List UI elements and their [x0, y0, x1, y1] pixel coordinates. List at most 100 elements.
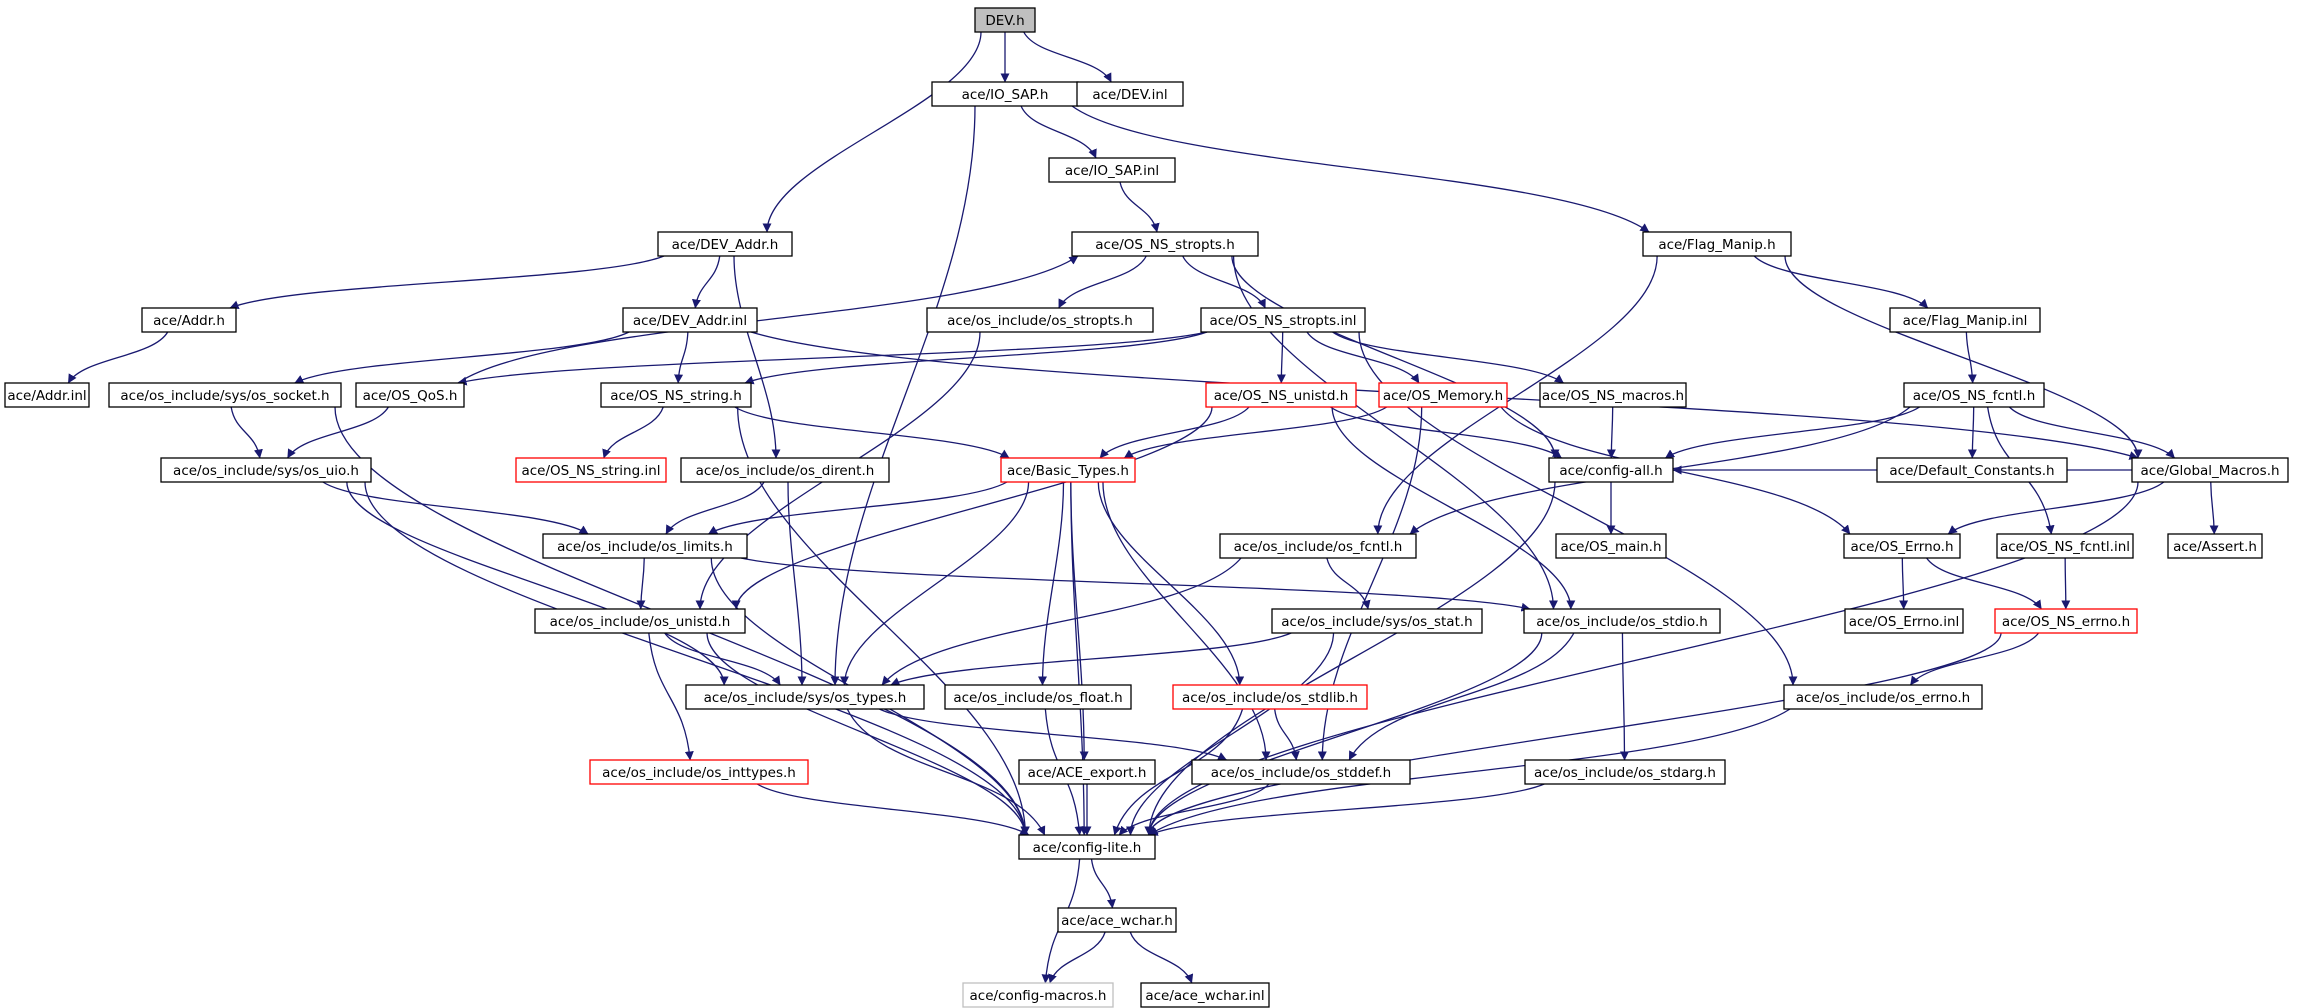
node-box — [931, 81, 1079, 107]
node-os_ns_string_inl[interactable]: ace/OS_NS_string.inl — [515, 457, 667, 483]
edge-flag_manip_inl-to-os_ns_fcntl_h — [1965, 331, 1977, 384]
node-box — [657, 231, 793, 257]
edge-io_sap_inl-to-os_ns_stropts_h — [1119, 181, 1160, 233]
node-os_qos_h[interactable]: ace/OS_QoS.h — [355, 382, 465, 408]
node-label: ace/os_include/os_inttypes.h — [602, 765, 796, 781]
node-os_ns_fcntl_h[interactable]: ace/OS_NS_fcntl.h — [1903, 382, 2045, 408]
node-global_macros_h[interactable]: ace/Global_Macros.h — [2131, 457, 2289, 483]
node-config_lite_h[interactable]: ace/config-lite.h — [1018, 834, 1156, 860]
node-os_include_os_stdarg_h[interactable]: ace/os_include/os_stdarg.h — [1524, 759, 1726, 785]
node-basic_types_h[interactable]: ace/Basic_Types.h — [1000, 457, 1136, 483]
edge-ace_wchar_h-to-config_macros_h — [1048, 931, 1106, 984]
node-box — [1642, 231, 1792, 257]
node-os_include_os_errno_h[interactable]: ace/os_include/os_errno.h — [1783, 684, 1983, 710]
node-ace_export_h[interactable]: ace/ACE_export.h — [1018, 759, 1156, 785]
node-sys_os_types_h[interactable]: ace/os_include/sys/os_types.h — [685, 684, 925, 710]
node-label: ace/Flag_Manip.h — [1658, 237, 1775, 253]
node-default_constants_h[interactable]: ace/Default_Constants.h — [1876, 457, 2068, 483]
edge-basic_types_h-to-sys_os_types_h — [839, 481, 1030, 686]
edge-os_ns_unistd_h-to-basic_types_h — [1099, 406, 1250, 459]
edge-sys_os_types_h-to-config_lite_h — [846, 708, 1046, 836]
edge-os_include_os_stddef_h-to-config_lite_h — [1118, 783, 1270, 836]
node-os_ns_fcntl_inl[interactable]: ace/OS_NS_fcntl.inl — [1996, 533, 2134, 559]
node-os_include_os_stdio_h[interactable]: ace/os_include/os_stdio.h — [1523, 608, 1721, 634]
node-os_ns_stropts_h[interactable]: ace/OS_NS_stropts.h — [1071, 231, 1259, 257]
edge-sys_os_uio_h-to-os_include_os_limits_h — [322, 481, 589, 535]
node-label: ace/OS_NS_fcntl.inl — [2000, 539, 2130, 555]
node-os_include_os_stdlib_h[interactable]: ace/os_include/os_stdlib.h — [1172, 684, 1368, 710]
node-box — [1000, 457, 1136, 483]
edge-sys_os_stat_h-to-sys_os_types_h — [890, 632, 1292, 686]
node-os_errno_h_top[interactable]: ace/OS_Errno.h — [1843, 533, 1961, 559]
node-sys_os_stat_h[interactable]: ace/os_include/sys/os_stat.h — [1271, 608, 1483, 634]
edge-flag_manip_h-to-flag_manip_inl — [1753, 255, 1929, 309]
edge-os_ns_fcntl_inl-to-os_ns_errno_h — [2061, 557, 2071, 610]
edge-basic_types_h-to-os_include_os_stddef_h — [1102, 481, 1271, 761]
node-label: ace/os_include/os_fcntl.h — [1234, 539, 1403, 555]
node-os_errno_inl[interactable]: ace/OS_Errno.inl — [1844, 608, 1964, 634]
node-box — [1172, 684, 1368, 710]
node-os_ns_errno_h[interactable]: ace/OS_NS_errno.h — [1994, 608, 2138, 634]
node-assert_h[interactable]: ace/Assert.h — [2167, 533, 2263, 559]
node-os_ns_macros_h[interactable]: ace/OS_NS_macros.h — [1539, 382, 1687, 408]
node-os_ns_stropts_inl[interactable]: ace/OS_NS_stropts.inl — [1200, 307, 1366, 333]
edge-dev_addr_inl-to-os_ns_string_h — [674, 331, 689, 384]
node-io_sap_h[interactable]: ace/IO_SAP.h — [931, 81, 1079, 107]
node-os_memory_h[interactable]: ace/OS_Memory.h — [1378, 382, 1508, 408]
node-flag_manip_h[interactable]: ace/Flag_Manip.h — [1642, 231, 1792, 257]
node-os_ns_unistd_h[interactable]: ace/OS_NS_unistd.h — [1205, 382, 1357, 408]
edge-os_ns_errno_h-to-config_lite_h — [1144, 632, 2002, 836]
node-dev_inl[interactable]: ace/DEV.inl — [1076, 81, 1184, 107]
node-os_include_os_limits_h[interactable]: ace/os_include/os_limits.h — [542, 533, 748, 559]
node-box — [974, 7, 1036, 33]
edge-sys_os_uio_h-to-config_lite_h — [364, 481, 1030, 836]
node-os_main_h[interactable]: ace/OS_main.h — [1555, 533, 1667, 559]
node-ace_wchar_h[interactable]: ace/ace_wchar.h — [1057, 907, 1177, 933]
node-box — [685, 684, 925, 710]
node-box — [1994, 608, 2138, 634]
edge-os_ns_stropts_inl-to-os_ns_string_h — [744, 331, 1208, 385]
node-os_include_os_inttypes_h[interactable]: ace/os_include/os_inttypes.h — [589, 759, 809, 785]
edge-os_include_os_stdio_h-to-os_include_os_stddef_h — [1348, 632, 1575, 761]
node-config_all_h[interactable]: ace/config-all.h — [1548, 457, 1674, 483]
node-label: ace/os_include/os_stropts.h — [947, 313, 1133, 329]
node-dev_addr_h[interactable]: ace/DEV_Addr.h — [657, 231, 793, 257]
node-box — [1996, 533, 2134, 559]
node-os_include_os_unistd_h[interactable]: ace/os_include/os_unistd.h — [534, 608, 746, 634]
node-box — [1889, 307, 2041, 333]
node-os_ns_string_h[interactable]: ace/OS_NS_string.h — [600, 382, 752, 408]
edge-dev_h-to-dev_addr_h — [762, 31, 982, 233]
node-box — [2167, 533, 2263, 559]
node-os_include_os_float_h[interactable]: ace/os_include/os_float.h — [944, 684, 1132, 710]
node-io_sap_inl[interactable]: ace/IO_SAP.inl — [1048, 157, 1176, 183]
node-sys_os_socket_h[interactable]: ace/os_include/sys/os_socket.h — [108, 382, 342, 408]
edge-os_qos_h-to-os_ns_stropts_h — [457, 255, 1079, 384]
node-os_include_os_stropts_h[interactable]: ace/os_include/os_stropts.h — [926, 307, 1154, 333]
node-box — [1200, 307, 1366, 333]
node-label: ace/OS_Errno.h — [1850, 539, 1953, 555]
node-label: ace/os_include/os_stdarg.h — [1534, 765, 1716, 781]
node-box — [1048, 157, 1176, 183]
node-label: ace/os_include/sys/os_socket.h — [120, 388, 329, 404]
edge-os_ns_stropts_inl-to-os_memory_h — [1306, 331, 1420, 384]
node-addr_inl[interactable]: ace/Addr.inl — [4, 382, 90, 408]
edge-os_include_os_unistd_h-to-config_lite_h — [706, 632, 1030, 836]
edge-os_include_os_stdio_h-to-config_lite_h — [1144, 632, 1543, 836]
node-flag_manip_inl[interactable]: ace/Flag_Manip.inl — [1889, 307, 2041, 333]
edge-os_include_os_stdio_h-to-os_include_os_stdarg_h — [1620, 632, 1630, 761]
edge-os_include_os_stdarg_h-to-config_lite_h — [1148, 783, 1545, 836]
node-os_include_os_dirent_h[interactable]: ace/os_include/os_dirent.h — [680, 457, 890, 483]
node-label: ace/DEV.inl — [1092, 87, 1167, 103]
node-dev_addr_inl[interactable]: ace/DEV_Addr.inl — [622, 307, 758, 333]
node-box — [2131, 457, 2289, 483]
node-ace_wchar_inl[interactable]: ace/ace_wchar.inl — [1140, 982, 1270, 1008]
node-addr_h[interactable]: ace/Addr.h — [141, 307, 237, 333]
node-box — [589, 759, 809, 785]
node-label: ace/ace_wchar.inl — [1145, 988, 1264, 1004]
node-sys_os_uio_h[interactable]: ace/os_include/sys/os_uio.h — [160, 457, 372, 483]
node-box — [4, 382, 90, 408]
node-os_include_os_stddef_h[interactable]: ace/os_include/os_stddef.h — [1191, 759, 1411, 785]
node-os_include_os_fcntl_h[interactable]: ace/os_include/os_fcntl.h — [1219, 533, 1417, 559]
node-label: ace/OS_NS_macros.h — [1542, 388, 1684, 404]
node-label: ace/DEV_Addr.h — [672, 237, 779, 253]
